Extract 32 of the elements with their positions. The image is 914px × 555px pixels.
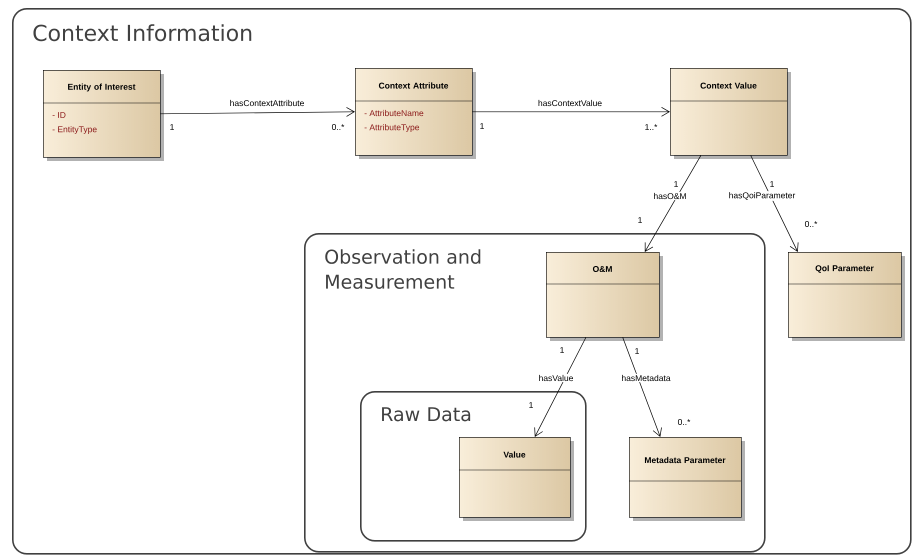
edge-label: hasContextAttribute	[228, 98, 306, 108]
class-box: Context Attribute - AttributeName - AttributeType	[354, 68, 476, 159]
association-arrow	[534, 337, 586, 437]
edge-label: hasQoiParameter	[728, 191, 796, 201]
class-box: Entity of Interest - ID - EntityType	[42, 70, 164, 161]
multiplicity-label: 0..*	[332, 124, 344, 130]
multiplicity-label: 1	[638, 217, 642, 223]
edge-label: hasValue	[538, 374, 574, 382]
multiplicity-label: 1..*	[645, 124, 658, 130]
package-title: Observation and Measurement	[325, 249, 480, 289]
edge-label: hasMetadata	[620, 374, 672, 382]
class-box: Metadata Parameter	[628, 437, 745, 521]
multiplicity-label: 1	[529, 402, 533, 408]
multiplicity-label: 1	[674, 181, 678, 187]
class-box: QoI Parameter	[788, 252, 905, 341]
multiplicity-label: 0..*	[804, 221, 818, 227]
class-box: O&M	[546, 252, 663, 341]
multiplicity-label: 1	[770, 181, 774, 187]
package-title: Raw Data	[382, 407, 470, 422]
association-arrow	[472, 106, 670, 117]
multiplicity-label: 0..*	[678, 419, 690, 425]
association-arrow	[644, 155, 702, 252]
class-box: Context Value	[670, 68, 791, 159]
package-title: Context Information	[33, 24, 252, 42]
edge-label: hasContextValue	[536, 98, 604, 108]
multiplicity-label: 1	[480, 123, 484, 129]
association-arrow	[160, 107, 355, 117]
association-arrow	[622, 337, 662, 437]
class-box: Value	[458, 437, 574, 521]
association-arrow	[750, 155, 798, 252]
edge-label: hasO&M	[652, 192, 688, 200]
multiplicity-label: 1	[635, 348, 639, 354]
